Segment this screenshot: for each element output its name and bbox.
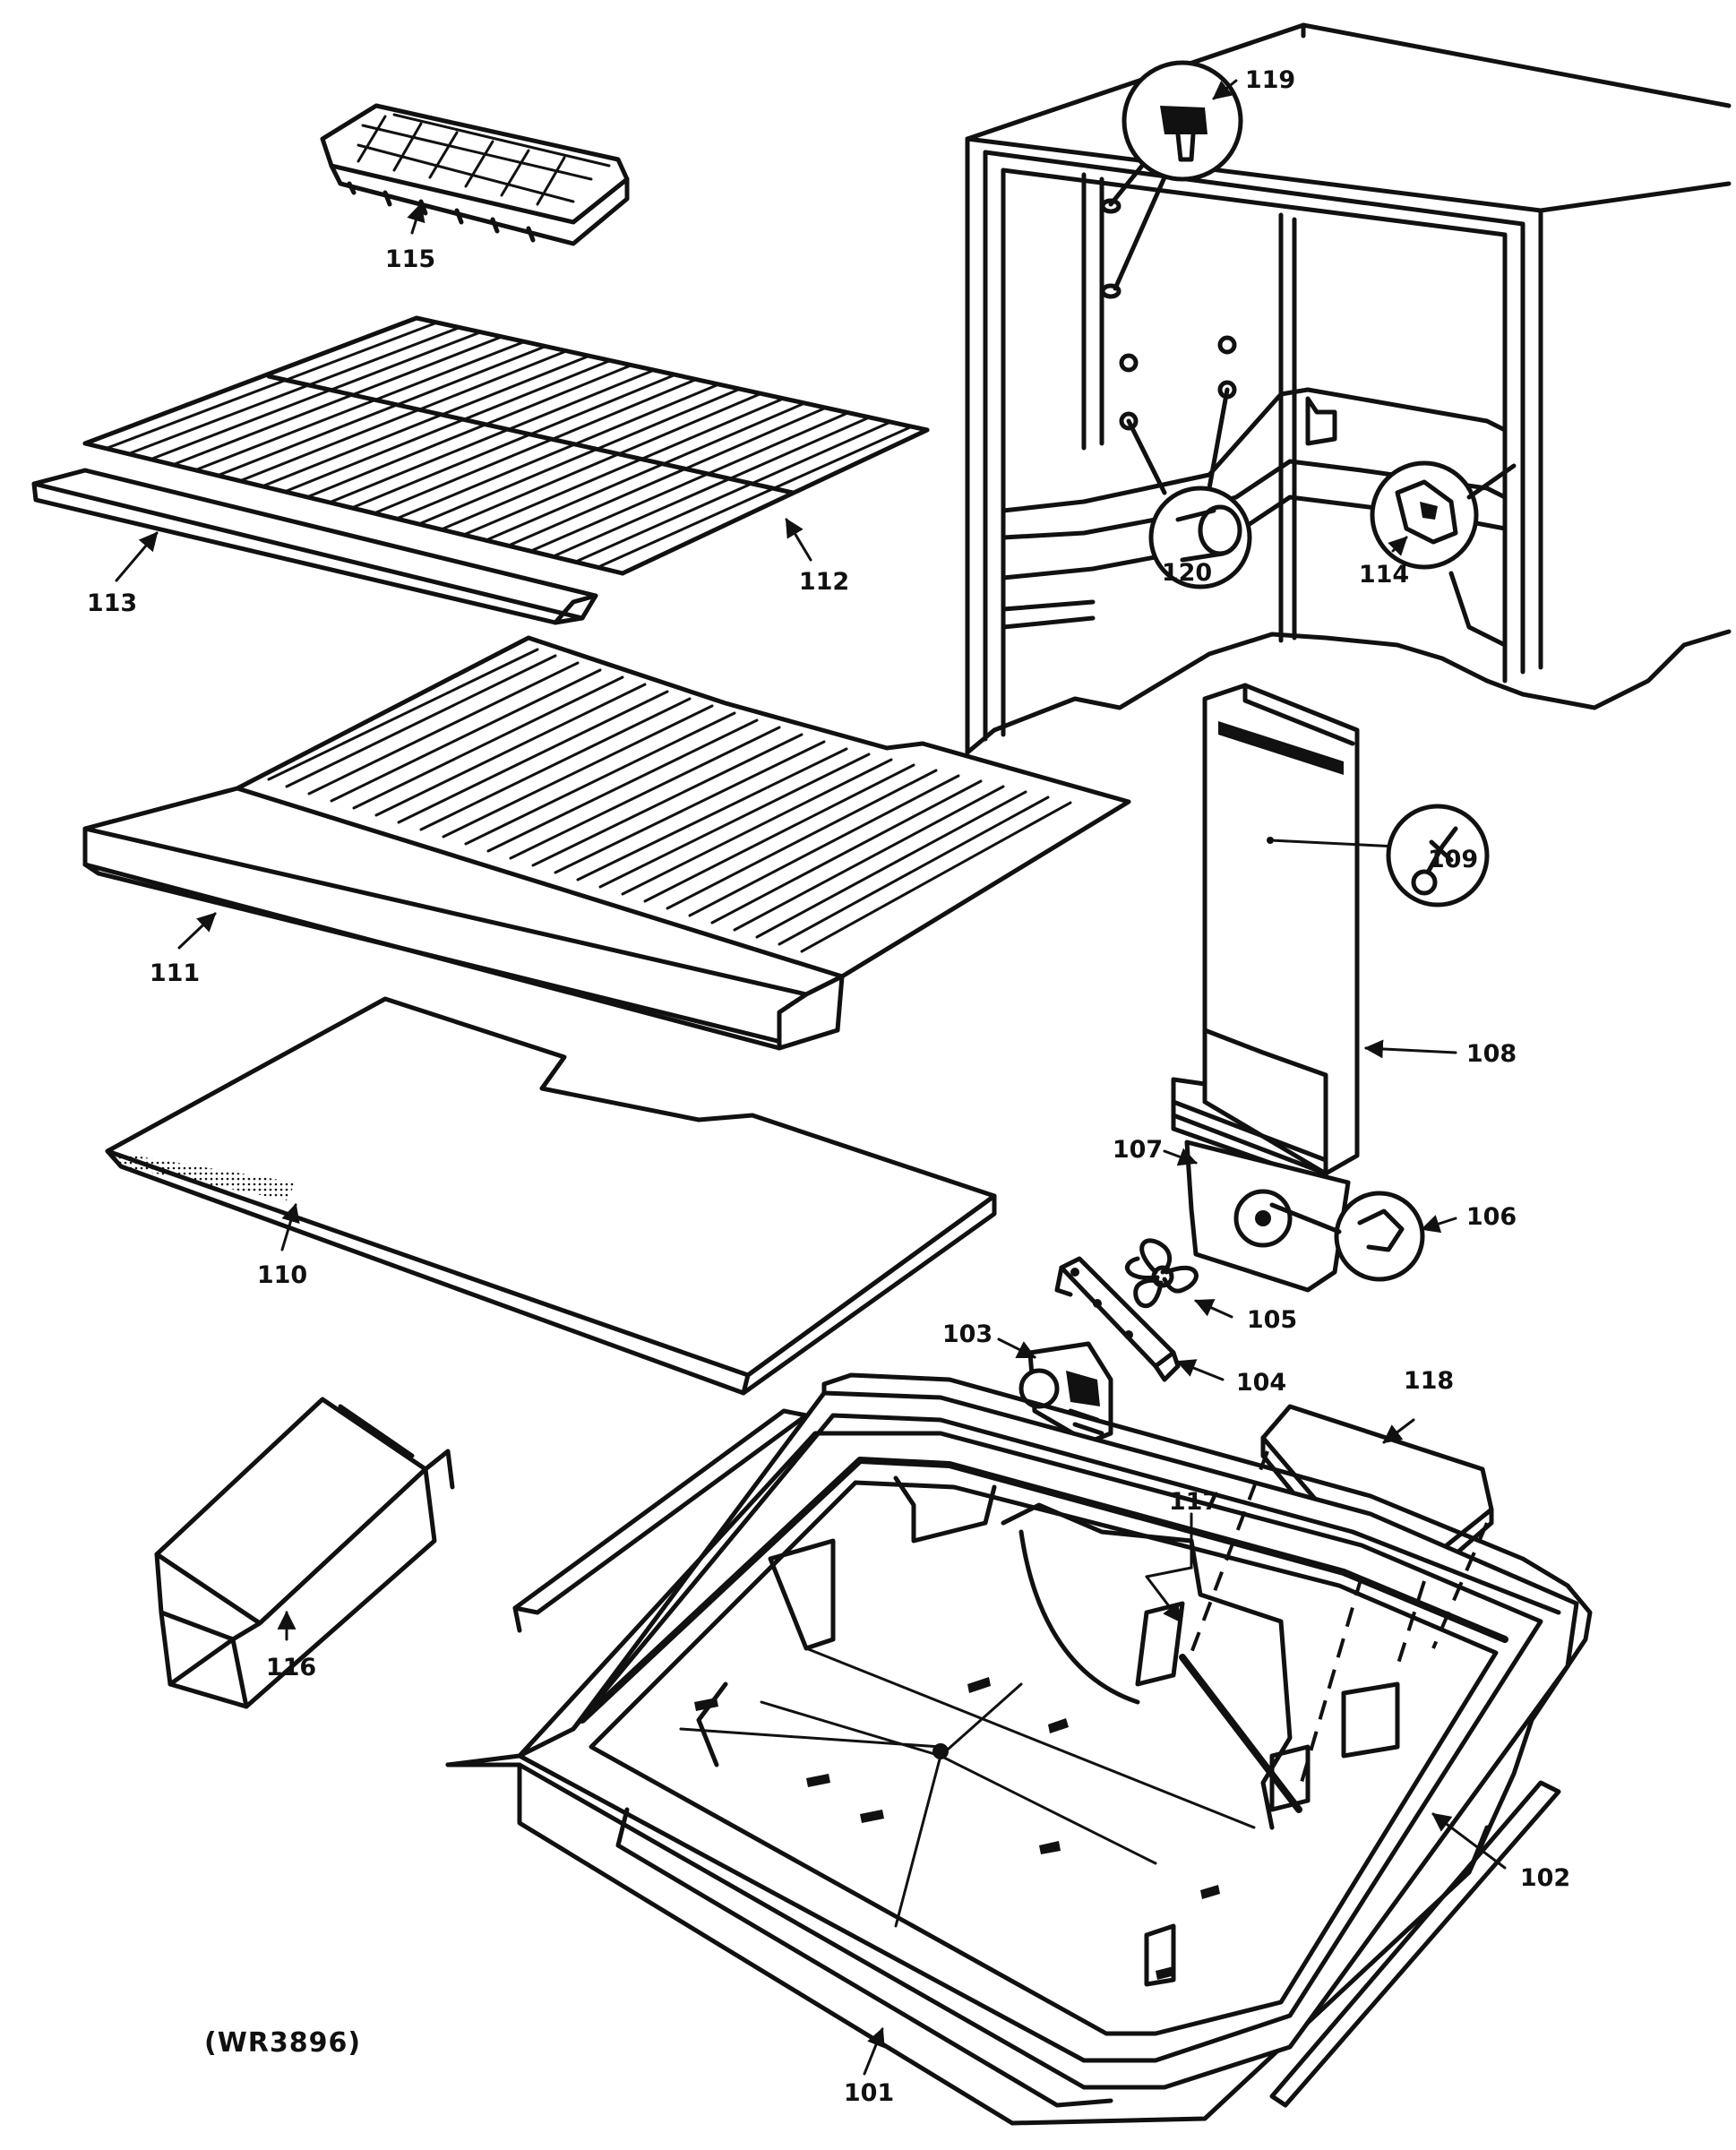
callout-102: 102 [1520, 1864, 1570, 1892]
callout-106: 106 [1466, 1203, 1517, 1231]
callout-107: 107 [1113, 1136, 1163, 1164]
callout-108: 108 [1466, 1040, 1517, 1068]
callout-leaders [115, 79, 1507, 2076]
motor-bracket [1054, 1256, 1181, 1382]
callout-112: 112 [799, 568, 849, 596]
callout-105: 105 [1247, 1306, 1297, 1334]
shelf-trim [31, 468, 598, 625]
wire-shelf [82, 315, 930, 576]
callout-103: 103 [942, 1320, 993, 1348]
assembly-line-118b [1297, 1576, 1363, 1793]
callout-119: 119 [1245, 66, 1295, 94]
callout-104: 104 [1236, 1369, 1286, 1397]
callout-113: 113 [87, 589, 137, 617]
drain-pan [445, 1372, 1593, 2126]
callout-111: 111 [150, 959, 200, 987]
assembly-line-118c [1396, 1580, 1426, 1667]
callout-109: 109 [1428, 846, 1478, 873]
callout-115: 115 [385, 245, 435, 273]
air-duct [1171, 683, 1490, 1185]
callout-110: 110 [257, 1261, 307, 1289]
fan-blade [1125, 1238, 1199, 1309]
callout-120: 120 [1162, 559, 1212, 587]
ice-tray [320, 103, 630, 246]
callout-114: 114 [1359, 561, 1409, 589]
callout-117: 117 [1169, 1488, 1219, 1516]
cabinet-interior [965, 22, 1732, 755]
glass-panel [105, 996, 997, 1396]
assembly-line-118d [1431, 1522, 1489, 1649]
storage-bin [154, 1397, 455, 1709]
assembly-line-118 [1190, 1450, 1269, 1654]
callout-116: 116 [266, 1654, 316, 1681]
glass-shelf [82, 635, 1131, 1051]
callout-118: 118 [1404, 1367, 1454, 1395]
callout-101: 101 [844, 2079, 894, 2107]
diagram-code: (WR3896) [204, 2027, 361, 2059]
fan-bracket [1184, 1140, 1425, 1293]
